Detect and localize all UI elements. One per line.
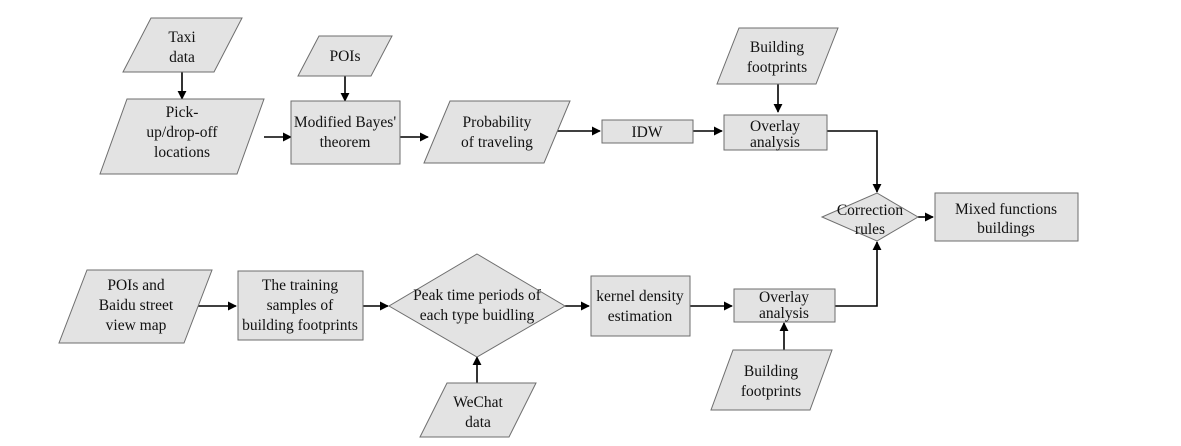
arrow-overlay-bottom-to-correction <box>835 241 882 307</box>
node-label: POIs <box>329 48 360 65</box>
node-label: IDW <box>632 124 663 141</box>
node-label: Modified Bayes'theorem <box>294 114 396 151</box>
flow-arrows <box>177 72 934 383</box>
process-node-modified-bayes: Modified Bayes'theorem <box>290 100 401 165</box>
process-node-idw: IDW <box>601 119 694 144</box>
data-node-pois: POIs <box>297 35 393 77</box>
arrow-overlay-to-correction <box>827 130 882 193</box>
